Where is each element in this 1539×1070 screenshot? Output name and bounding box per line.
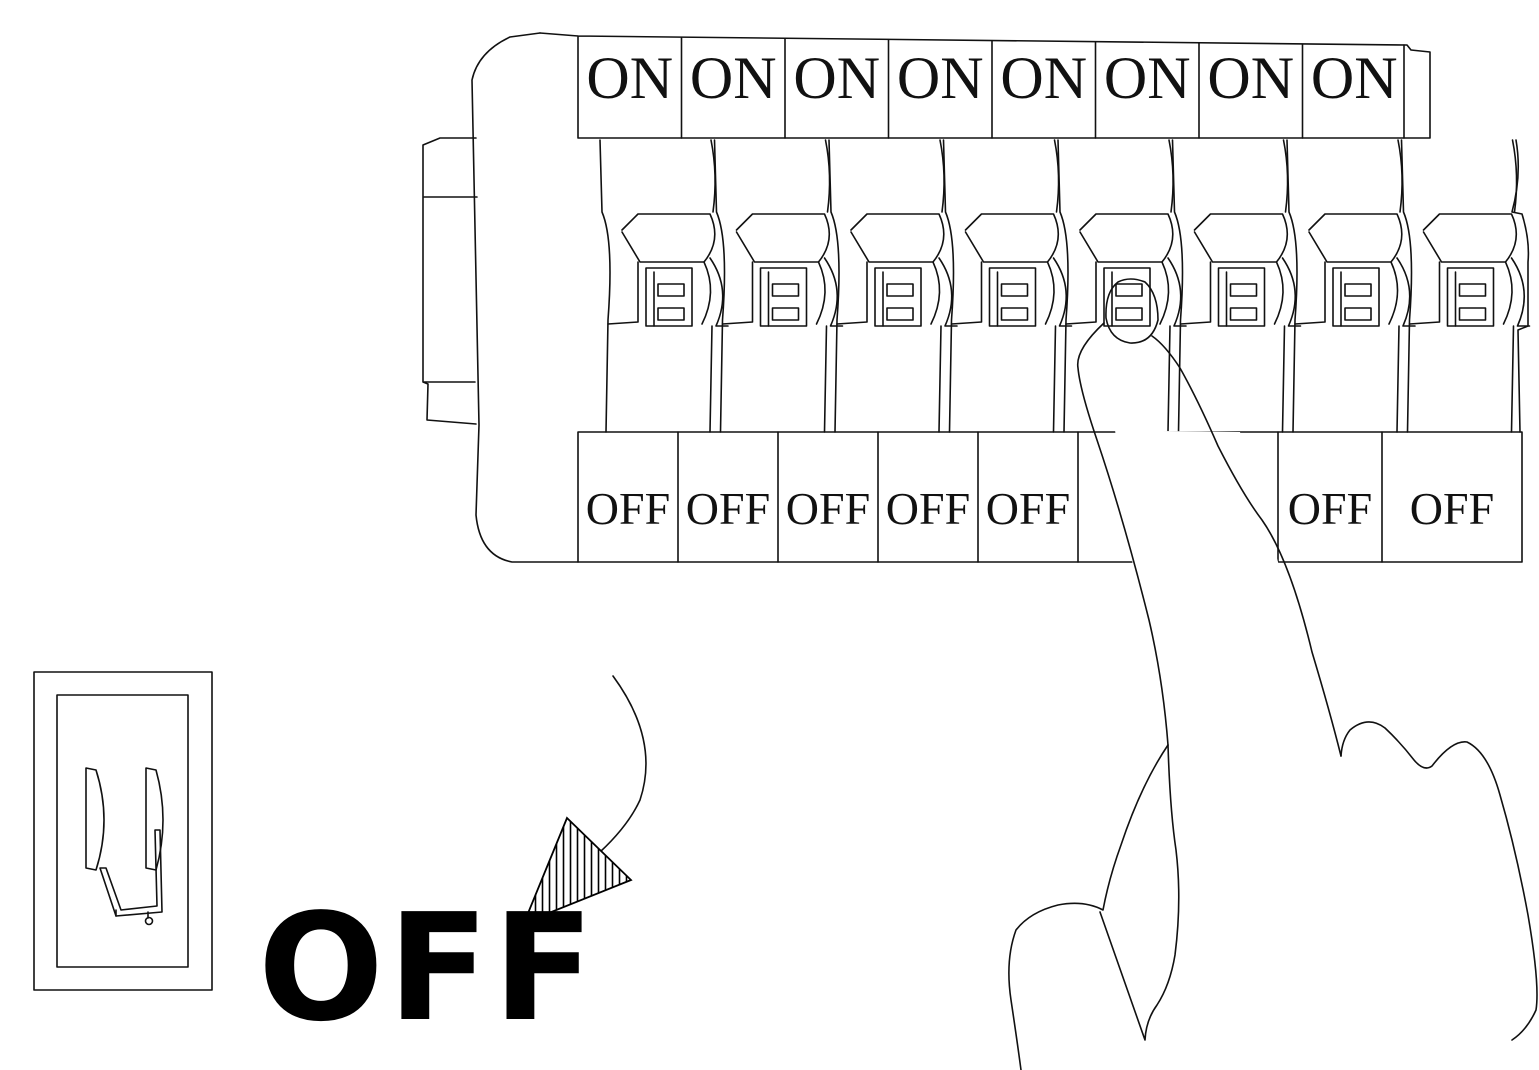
off-label: OFF: [586, 483, 670, 534]
breaker-switch: [1058, 140, 1186, 432]
breaker-switch: [1402, 140, 1530, 432]
off-label: OFF: [986, 483, 1070, 534]
off-label: OFF: [886, 483, 970, 534]
on-label: ON: [1311, 45, 1398, 111]
off-label: OFF: [1288, 483, 1372, 534]
breaker-switch: [944, 140, 1072, 432]
switch-modules: [600, 140, 1530, 432]
on-label: ON: [690, 45, 777, 111]
breaker-switch: [715, 140, 843, 432]
off-label-strip: OFF OFF OFF OFF OFF OFF OFF: [578, 432, 1522, 562]
on-label: ON: [586, 45, 673, 111]
off-label: OFF: [686, 483, 770, 534]
breaker-toggle: [1104, 268, 1150, 326]
breaker-toggle: [1333, 268, 1379, 326]
breaker-toggle: [646, 268, 692, 326]
breaker-toggle: [1448, 268, 1494, 326]
on-label: ON: [1207, 45, 1294, 111]
breaker-toggle: [990, 268, 1036, 326]
on-label-strip: [540, 33, 1430, 138]
off-state-label: OFF: [258, 882, 598, 1054]
off-label: OFF: [1410, 483, 1494, 534]
on-label: ON: [1104, 45, 1191, 111]
breaker-toggle: [1219, 268, 1265, 326]
breaker-switch: [600, 140, 728, 432]
breaker-switch: [1287, 140, 1415, 432]
breaker-toggle: [875, 268, 921, 326]
off-label: OFF: [786, 483, 870, 534]
breaker-switch: [829, 140, 957, 432]
wall-switch-icon: [34, 672, 212, 990]
breaker-toggle: [761, 268, 807, 326]
panel-housing: [472, 33, 578, 562]
on-label: ON: [897, 45, 984, 111]
pointing-hand: [1009, 279, 1537, 1070]
on-label: ON: [793, 45, 880, 111]
panel-side-mount: [423, 138, 476, 424]
on-label: ON: [1000, 45, 1087, 111]
